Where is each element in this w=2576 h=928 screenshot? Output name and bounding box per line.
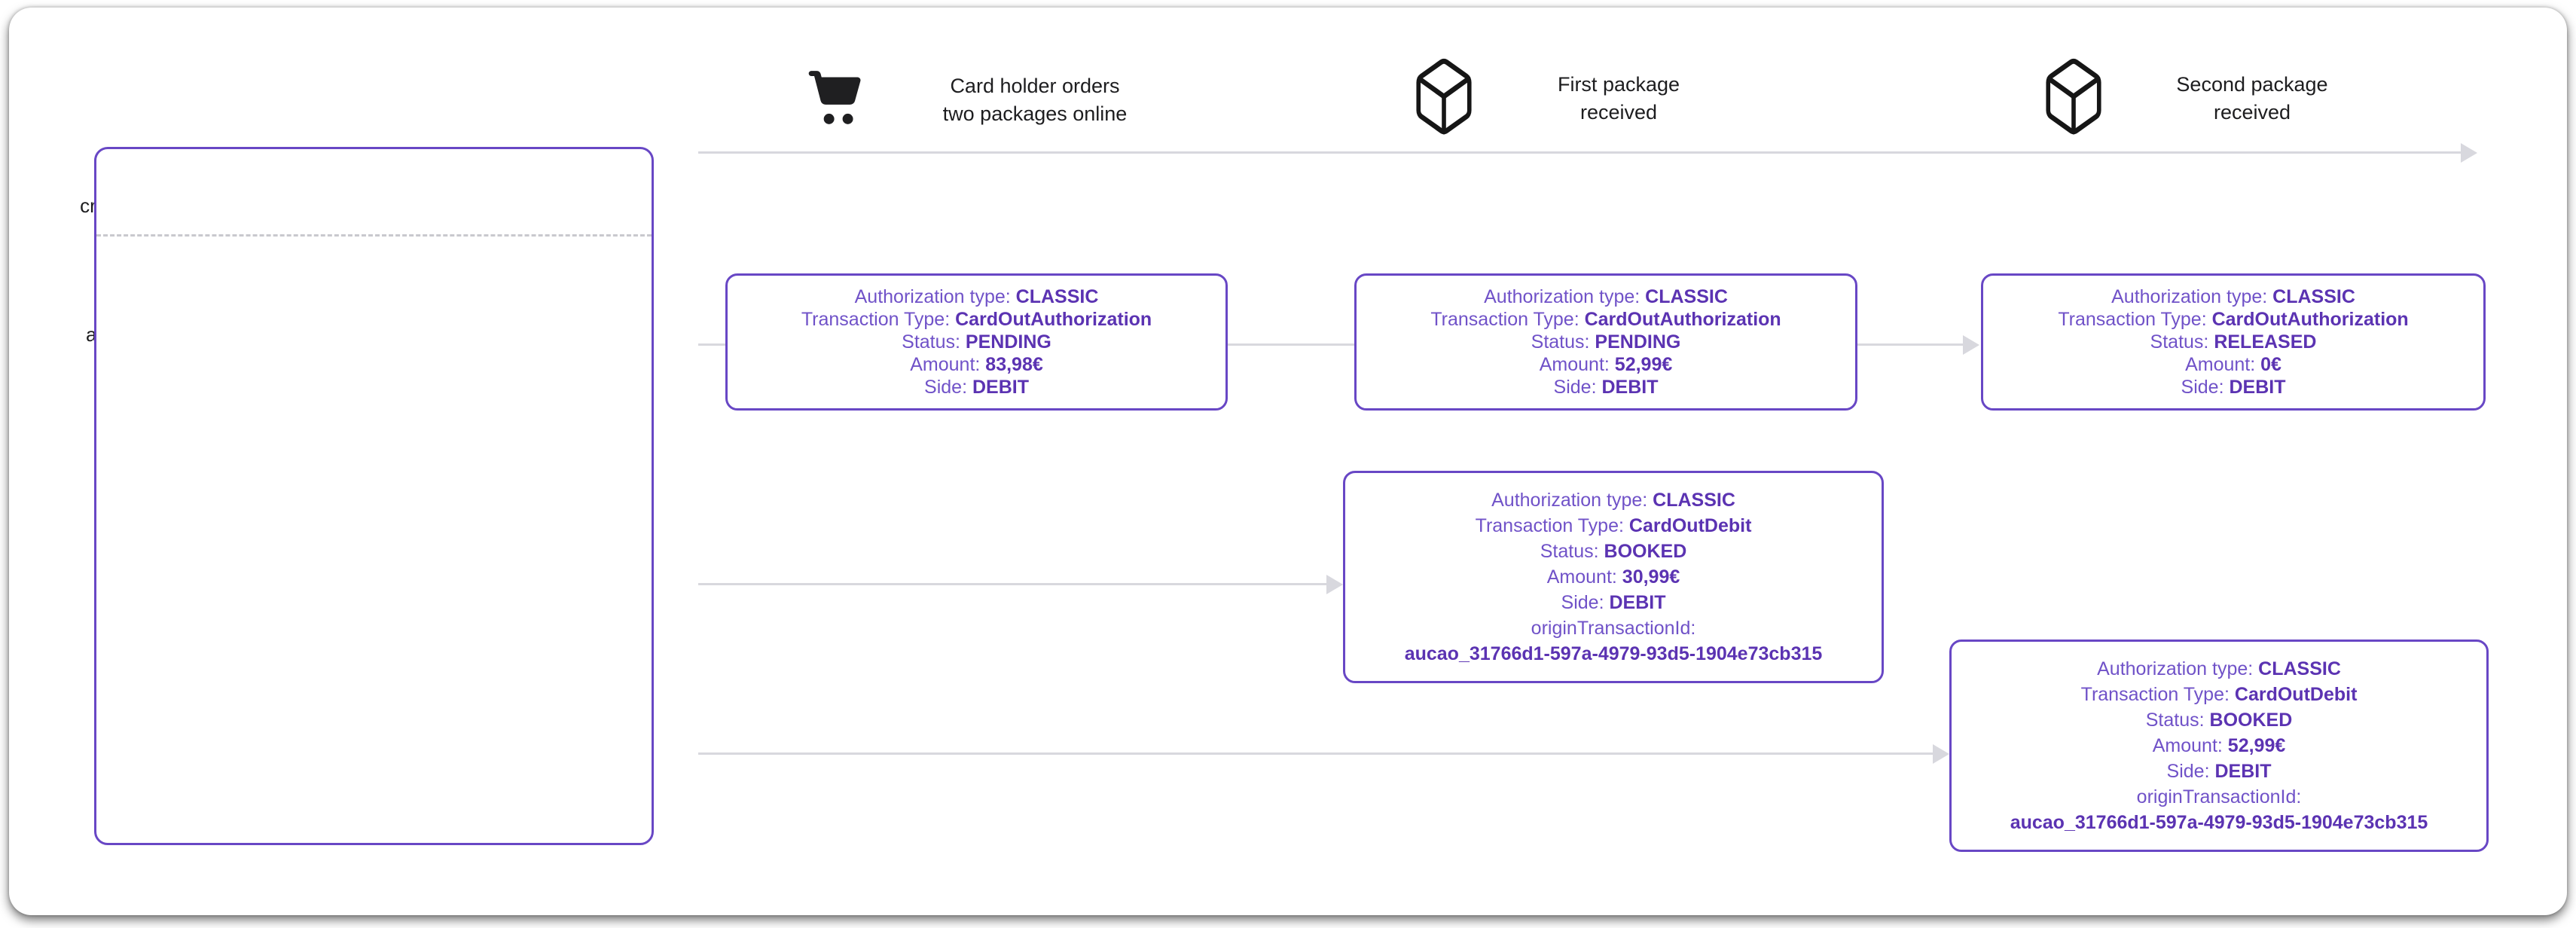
transaction-field: Side: DEBIT [1553, 377, 1659, 398]
transaction-field: Amount: 30,99€ [1546, 566, 1680, 588]
transaction-field: Amount: 52,99€ [1539, 354, 1673, 375]
transaction-field: Status: RELEASED [2150, 331, 2317, 353]
step-label: Second package received [2176, 72, 2328, 124]
transaction-field: Status: BOOKED [1540, 541, 1687, 562]
package-icon [1410, 54, 1478, 142]
transaction-field: Status: PENDING [1531, 331, 1681, 353]
transaction-field: Authorization type: CLASSIC [2111, 286, 2355, 307]
connector-row2-arrow-head-icon [1326, 575, 1343, 594]
transaction-field: aucao_31766d1-597a-4979-93d5-1904e73cb31… [1404, 643, 1823, 664]
transaction-field: Amount: 52,99€ [2152, 735, 2286, 756]
package-icon [2040, 54, 2107, 142]
connector-row2-line [698, 583, 1326, 585]
transaction-field: Status: BOOKED [2145, 710, 2293, 731]
step-label: First package received [1557, 72, 1680, 124]
timeline-step-first-package: First package received [1410, 54, 1713, 142]
transaction-field: Transaction Type: CardOutAuthorization [1430, 309, 1781, 330]
connector-row1-line [698, 343, 1963, 346]
transaction-field: Authorization type: CLASSIC [1484, 286, 1728, 307]
transaction-field: Amount: 83,98€ [910, 354, 1043, 375]
transaction-field: Side: DEBIT [924, 377, 1029, 398]
transaction-field: Side: DEBIT [2166, 761, 2272, 782]
timeline-step-second-package: Second package received [2040, 54, 2350, 142]
transaction-field: Side: DEBIT [2181, 377, 2286, 398]
timeline-arrow-head-icon [2461, 143, 2477, 163]
transaction-field: Authorization type: CLASSIC [854, 286, 1099, 307]
step-label: Card holder orders two packages online [942, 74, 1128, 125]
transaction-box-debit-1: Authorization type: CLASSIC Transaction T… [1343, 471, 1884, 683]
transaction-field: Amount: 0€ [2185, 354, 2281, 375]
transaction-field: Transaction Type: CardOutAuthorization [801, 309, 1152, 330]
transaction-field: originTransactionId: [1531, 618, 1696, 639]
shopping-cart-icon [804, 63, 871, 136]
panel-divider [96, 234, 652, 237]
transaction-field: Transaction Type: CardOutDebit [2080, 684, 2358, 705]
payment-panel [94, 147, 654, 845]
transaction-field: originTransactionId: [2136, 786, 2302, 807]
transaction-field: Authorization type: CLASSIC [1491, 490, 1735, 511]
timeline-step-order: Card holder orders two packages online [804, 63, 1155, 136]
connector-row1-arrow-head-icon [1963, 335, 1979, 355]
transaction-box-debit-2: Authorization type: CLASSIC Transaction T… [1949, 640, 2489, 852]
transaction-field: Authorization type: CLASSIC [2097, 658, 2341, 679]
transaction-field: Status: PENDING [902, 331, 1051, 353]
connector-row3-line [698, 752, 1933, 755]
timeline-arrow-line [698, 151, 2461, 154]
transaction-field: Transaction Type: CardOutDebit [1475, 515, 1752, 536]
transaction-field: Side: DEBIT [1561, 592, 1666, 613]
connector-row3-arrow-head-icon [1933, 744, 1949, 764]
transaction-field: Transaction Type: CardOutAuthorization [2058, 309, 2409, 330]
transaction-field: aucao_31766d1-597a-4979-93d5-1904e73cb31… [2010, 812, 2428, 833]
